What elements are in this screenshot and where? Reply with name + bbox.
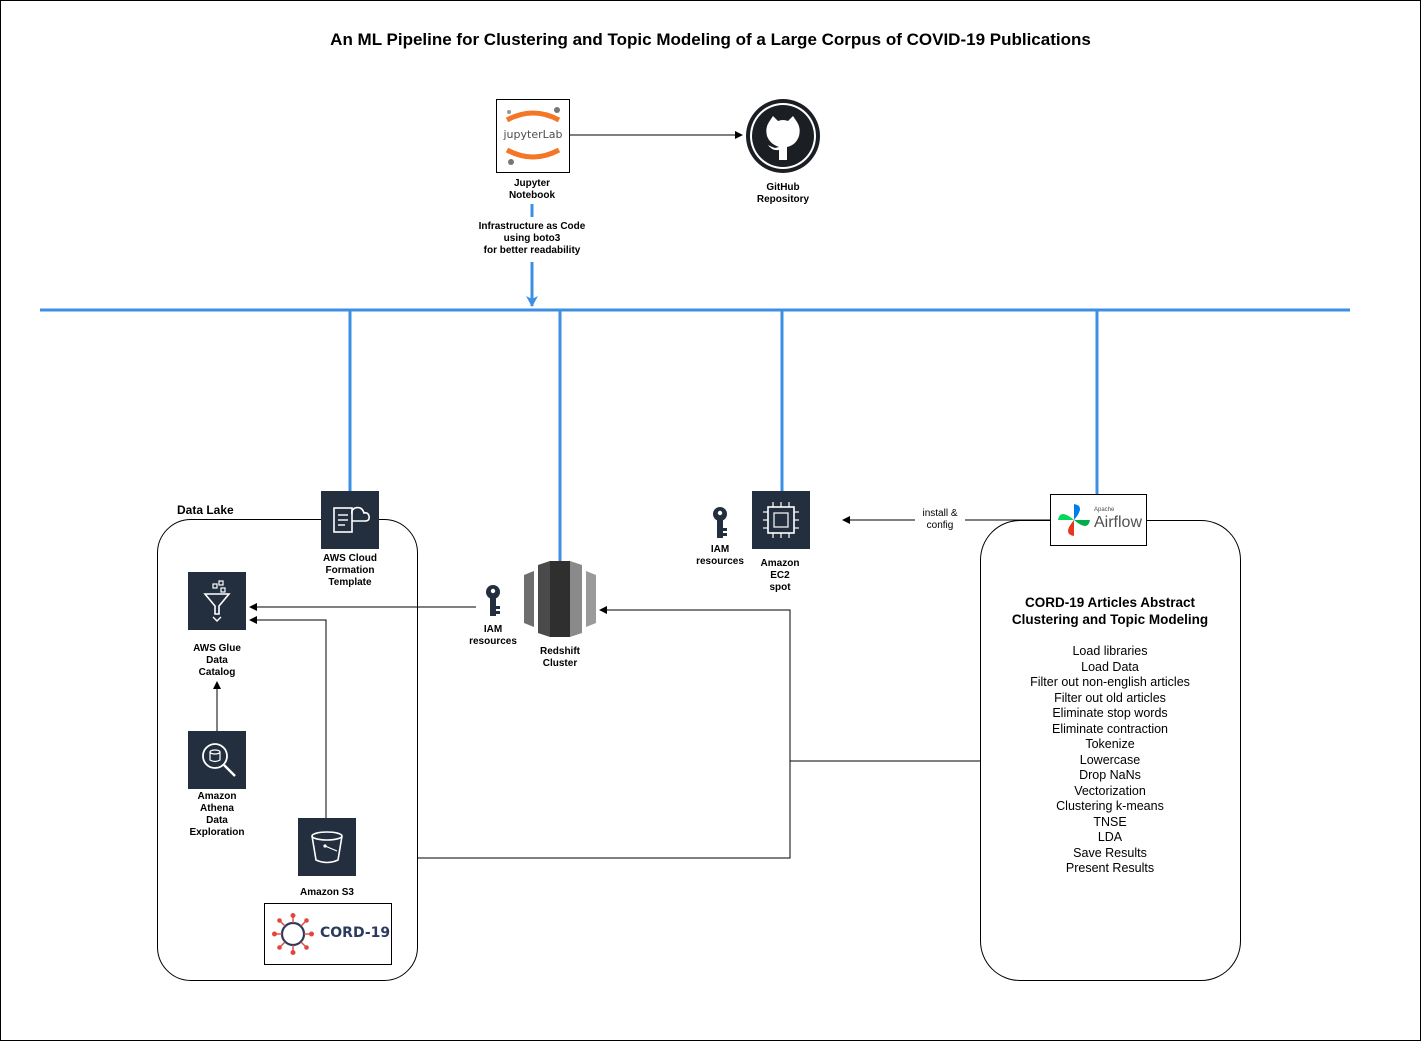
redshift-label-line-1: Redshift <box>540 646 580 657</box>
athena-label-line-1: Amazon <box>197 791 237 802</box>
redshift-label: Redshift Cluster <box>510 646 610 670</box>
data-lake-label: Data Lake <box>177 503 234 517</box>
ec2-iam-line-1: IAM <box>710 544 730 555</box>
ec2-iam-key-icon <box>713 507 727 538</box>
cord19-logo: CORD-19 <box>264 903 392 965</box>
install-config-note: install & config <box>900 508 980 532</box>
iac-note-line-3: for better readability <box>483 245 581 256</box>
ec2-chip-icon <box>763 502 799 538</box>
ec2-label-line-3: spot <box>769 582 791 593</box>
airflow-pinwheel-icon <box>1058 504 1090 536</box>
airflow-logo[interactable]: Apache Airflow <box>1050 494 1147 546</box>
processing-step: Filter out old articles <box>1054 690 1166 705</box>
install-note-line-2: config <box>926 520 954 531</box>
install-note-line-1: install & <box>922 508 958 519</box>
airflow-name-text: Airflow <box>1094 514 1143 531</box>
data-lake-container <box>157 519 418 981</box>
processing-step: Load libraries <box>1072 644 1148 658</box>
processing-step: Clustering k-means <box>1056 799 1164 813</box>
s3-tile[interactable] <box>298 818 356 876</box>
cloudformation-label-line-2: Formation <box>325 565 375 576</box>
glue-tile[interactable] <box>188 572 246 630</box>
processing-step: Present Results <box>1065 861 1155 875</box>
processing-step: Lowercase <box>1079 752 1141 767</box>
cord19-virus-icon <box>272 913 315 956</box>
ec2-label: Amazon EC2 spot <box>730 558 830 594</box>
athena-tile[interactable] <box>188 731 246 789</box>
athena-label-line-4: Exploration <box>189 827 245 838</box>
ec2-iam-line-2: resources <box>696 556 744 567</box>
processing-step: Vectorization <box>1074 783 1146 798</box>
cloudformation-icon <box>333 506 370 533</box>
airflow-apache-text: Apache <box>1094 507 1115 513</box>
iac-note-line-2: using boto3 <box>503 233 561 244</box>
cloudformation-label-line-3: Template <box>328 577 372 588</box>
processing-heading-line-1: CORD-19 Articles Abstract <box>1024 595 1196 610</box>
redshift-cluster-icon[interactable] <box>524 561 596 637</box>
glue-label: AWS Glue Data Catalog <box>167 643 267 679</box>
ec2-iam-label: IAM resources <box>670 544 770 568</box>
processing-step: Eliminate contraction <box>1051 721 1169 736</box>
glue-label-line-2: Data <box>206 655 228 666</box>
cloudformation-tile[interactable] <box>321 491 379 549</box>
s3-label: Amazon S3 <box>300 887 354 898</box>
diagram-title: An ML Pipeline for Clustering and Topic … <box>330 30 1091 49</box>
iac-note-line-1: Infrastructure as Code <box>478 221 586 232</box>
jupyter-label-line-1: Jupyter <box>513 178 551 189</box>
s3-bucket-icon <box>311 831 343 864</box>
ec2-label-line-1: Amazon <box>760 558 800 569</box>
github-label-line-1: GitHub <box>766 182 800 193</box>
cord19-logo-text: CORD-19 <box>320 925 391 941</box>
github-icon <box>746 99 820 173</box>
cloudformation-label-line-1: AWS Cloud <box>323 553 377 564</box>
redshift-iam-label: IAM resources <box>443 624 543 648</box>
jupyter-icon <box>505 107 561 165</box>
processing-step: Load Data <box>1081 659 1139 674</box>
glue-funnel-icon <box>203 580 231 622</box>
athena-label-line-2: Athena <box>200 803 234 814</box>
s3-to-glue-arrow <box>249 616 327 818</box>
redshift-iam-key-icon <box>486 585 500 616</box>
jupyterlab-logo-text: jupyterLab <box>503 128 563 141</box>
ec2-label-line-2: EC2 <box>770 570 790 581</box>
processing-heading: CORD-19 Articles Abstract Clustering and… <box>980 594 1240 628</box>
cloudformation-label: AWS Cloud Formation Template <box>300 553 400 589</box>
processing-to-redshift-arrow <box>599 606 980 762</box>
jupyterlab-logo[interactable]: jupyterLab <box>496 99 570 173</box>
processing-step: Tokenize <box>1085 737 1135 751</box>
glue-label-line-1: AWS Glue <box>193 643 241 654</box>
github-logo[interactable] <box>745 98 821 174</box>
ec2-tile[interactable] <box>752 491 810 549</box>
datalake-to-pipeline-line <box>417 761 791 859</box>
processing-step: TNSE <box>1093 814 1127 829</box>
processing-step: Save Results <box>1073 845 1147 860</box>
athena-label-line-3: Data <box>206 815 228 826</box>
processing-step: LDA <box>1097 830 1123 844</box>
github-repository-label: GitHub Repository <box>733 182 833 206</box>
redshift-iam-line-1: IAM <box>483 624 503 635</box>
processing-step: Drop NaNs <box>1079 768 1141 782</box>
processing-heading-line-2: Clustering and Topic Modeling <box>1011 612 1209 627</box>
redshift-label-line-2: Cluster <box>542 658 578 669</box>
athena-label: Amazon Athena Data Exploration <box>167 791 267 839</box>
athena-search-icon <box>202 743 236 777</box>
redshift-iam-line-2: resources <box>469 636 517 647</box>
jupyter-label-line-2: Notebook <box>508 190 556 201</box>
glue-label-line-3: Catalog <box>198 667 236 678</box>
github-label-line-2: Repository <box>756 194 810 205</box>
iac-note: Infrastructure as Code using boto3 for b… <box>452 221 612 257</box>
jupyter-notebook-label: Jupyter Notebook <box>482 178 582 202</box>
processing-step: Eliminate stop words <box>1052 706 1168 720</box>
processing-step: Filter out non-english articles <box>1030 675 1190 689</box>
